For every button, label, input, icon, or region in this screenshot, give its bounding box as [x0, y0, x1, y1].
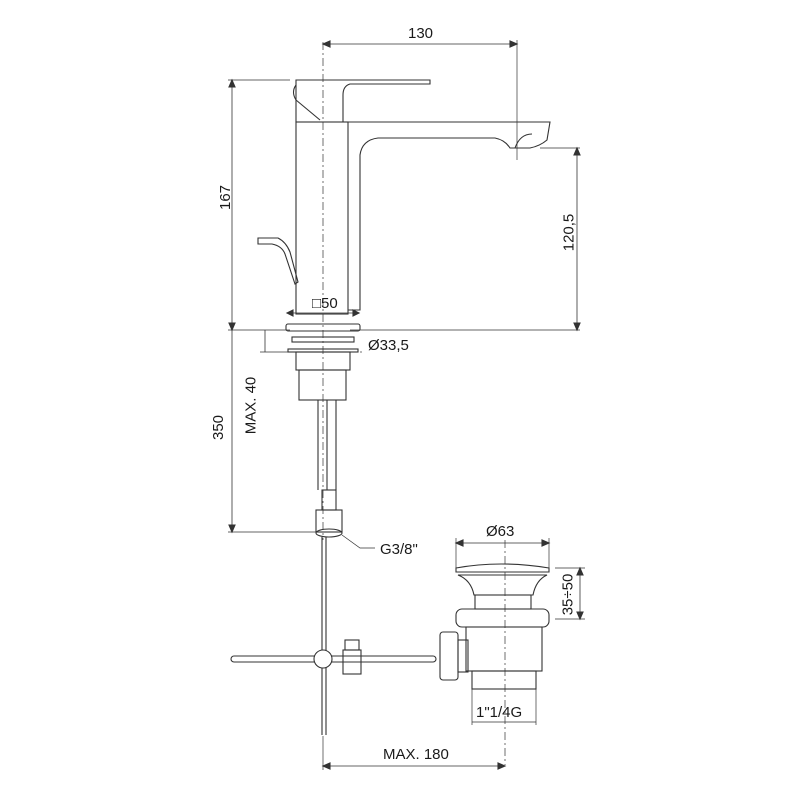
dim-base-square: □50 — [312, 295, 338, 312]
dim-spout-height: 120,5 — [560, 213, 578, 252]
dim-max-deck: MAX. 40 — [242, 376, 260, 435]
dim-hose-length: 350 — [210, 414, 228, 441]
dim-max-linkage: MAX. 180 — [383, 746, 449, 763]
dim-waste-range: 35÷50 — [559, 573, 577, 616]
dim-mounting-diameter: Ø33,5 — [368, 337, 409, 354]
dim-waste-diameter: Ø63 — [486, 523, 515, 540]
dim-hose-connection: G3/8" — [380, 541, 418, 558]
dim-total-height: 167 — [217, 184, 235, 211]
dim-spout-reach: 130 — [408, 25, 434, 42]
dim-waste-thread: 1"1/4G — [476, 704, 523, 721]
